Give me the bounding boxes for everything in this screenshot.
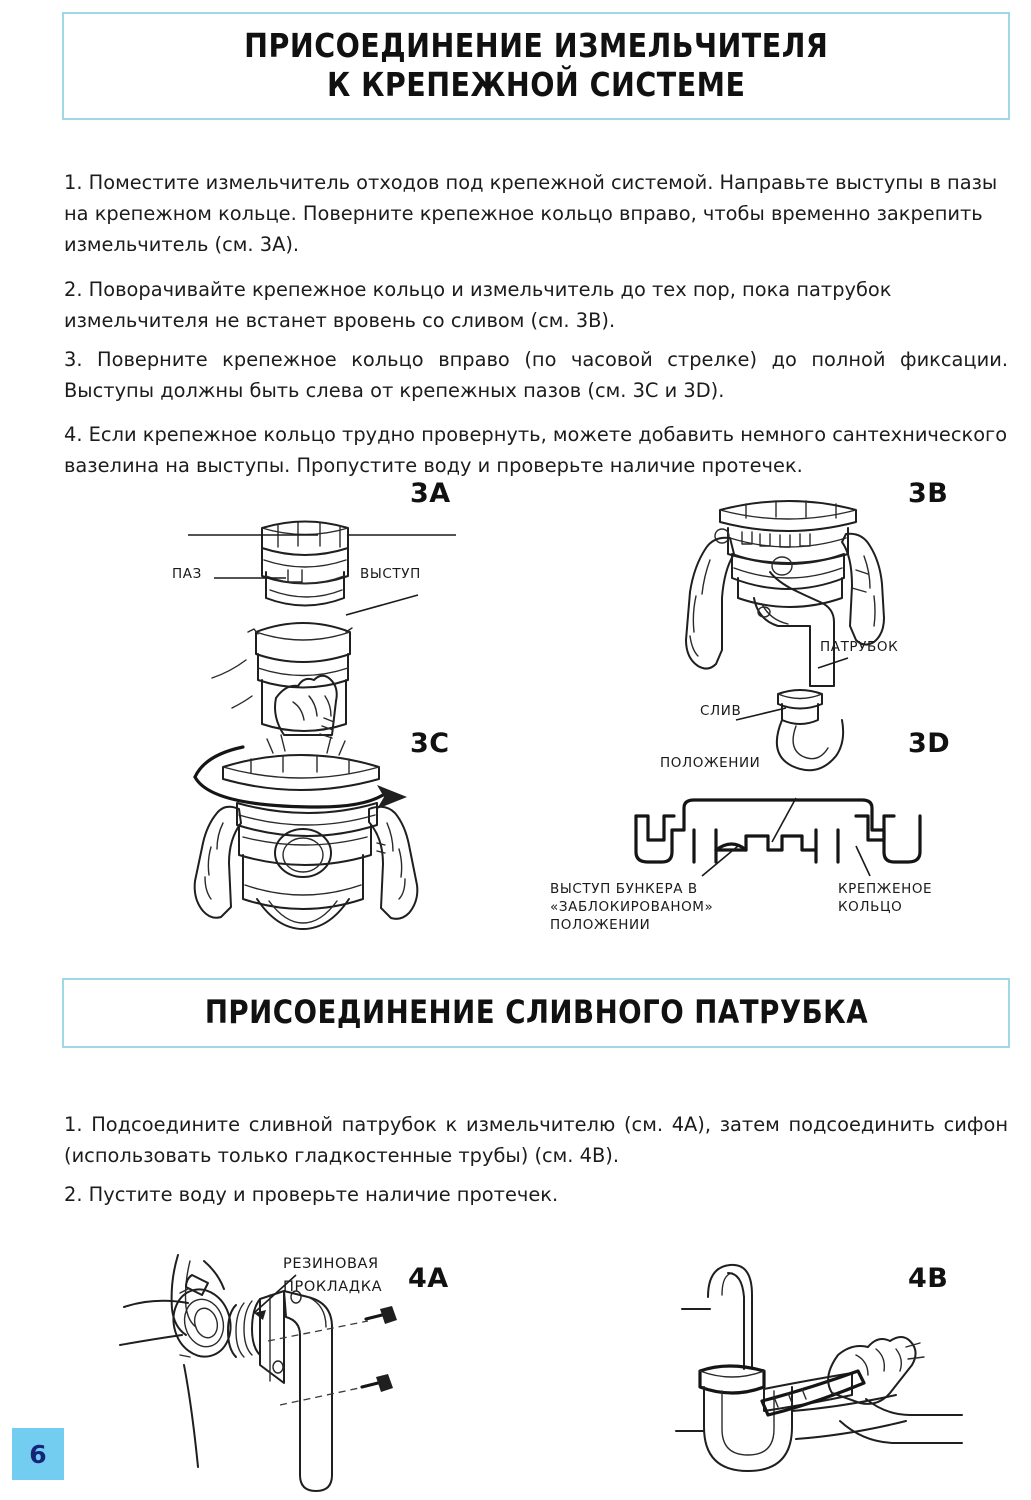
callout-rezinovaya-line2: ПРОКЛАДКА <box>283 1279 383 1296</box>
figure-4a-drawing <box>119 1254 397 1492</box>
callout-sliv: СЛИВ <box>700 703 742 719</box>
section-heading-1-text: ПРИСОЕДИНЕНИЕ ИЗМЕЛЬЧИТЕЛЯ К КРЕПЕЖНОЙ С… <box>243 26 829 105</box>
callout-patrubok: ПАТРУБОК <box>820 639 899 655</box>
section-heading-2-text: ПРИСОЕДИНЕНИЕ СЛИВНОГО ПАТРУБКА <box>204 993 868 1032</box>
figure-label-3a: 3A <box>410 478 451 509</box>
callout-vystup-bunkera-line2: «ЗАБЛОКИРОВАНОМ» <box>550 899 714 916</box>
callout-rezinovaya-prokladka: РЕЗИНОВАЯ ПРОКЛАДКА <box>283 1253 413 1299</box>
callout-vystup: ВЫСТУП <box>360 566 421 582</box>
section-heading-box-1: ПРИСОЕДИНЕНИЕ ИЗМЕЛЬЧИТЕЛЯ К КРЕПЕЖНОЙ С… <box>62 12 1010 120</box>
figure-label-4a: 4A <box>408 1263 449 1294</box>
figure-label-3b: 3B <box>908 478 949 509</box>
paragraph-2-1: 1. Подсоедините сливной патрубок к измел… <box>64 1113 1008 1168</box>
callout-paz: ПАЗ <box>172 566 202 582</box>
callout-krepzhenoe-line2: КОЛЬЦО <box>838 899 903 916</box>
callout-vystup-bunkera: ВЫСТУП БУНКЕРА В «ЗАБЛОКИРОВАНОМ» ПОЛОЖЕ… <box>550 880 750 935</box>
section-heading-1-line2: К КРЕПЕЖНОЙ СИСТЕМЕ <box>326 65 746 104</box>
paragraph-1-1: 1. Поместите измельчитель отходов под кр… <box>64 171 998 257</box>
callout-krepzhenoe-line1: КРЕПЖЕНОЕ <box>838 881 933 897</box>
paragraph-2-2: 2. Пустите воду и проверьте наличие прот… <box>64 1183 559 1207</box>
callout-vystup-bunkera-line1: ВЫСТУП БУНКЕРА В <box>550 881 698 897</box>
figure-4b-drawing <box>675 1263 963 1472</box>
section-heading-1-line1: ПРИСОЕДИНЕНИЕ ИЗМЕЛЬЧИТЕЛЯ <box>243 26 829 66</box>
figure-3d-drawing <box>634 797 922 877</box>
paragraph-1-4: 4. Если крепежное кольцо трудно проверну… <box>64 423 1008 478</box>
figure-3b-drawing <box>685 500 885 772</box>
callout-polozhenii-top: ПОЛОЖЕНИИ <box>660 755 761 771</box>
figure-3a-drawing <box>188 520 456 739</box>
section-heading-box-2: ПРИСОЕДИНЕНИЕ СЛИВНОГО ПАТРУБКА <box>62 978 1010 1048</box>
paragraph-1-3: 3. Поверните крепежное кольцо вправо (по… <box>64 348 1008 403</box>
figure-3c-drawing <box>193 734 419 930</box>
figure-label-3d: 3D <box>908 728 951 759</box>
callout-rezinovaya-line1: РЕЗИНОВАЯ <box>283 1256 379 1272</box>
figure-group-4: 4A РЕЗИНОВАЯ ПРОКЛАДКА <box>0 1225 1031 1492</box>
page-number-badge: 6 <box>12 1428 64 1480</box>
figure-label-3c: 3C <box>410 728 450 759</box>
callout-krepzhenoe-kolco: КРЕПЖЕНОЕ КОЛЬЦО <box>838 880 978 916</box>
paragraph-1-2: 2. Поворачивайте крепежное кольцо и изме… <box>64 278 892 333</box>
figure-label-4b: 4B <box>908 1263 949 1294</box>
figure-group-3: 3A ПАЗ ВЫСТУП <box>0 470 1031 950</box>
callout-vystup-bunkera-line3: ПОЛОЖЕНИИ <box>550 917 651 934</box>
